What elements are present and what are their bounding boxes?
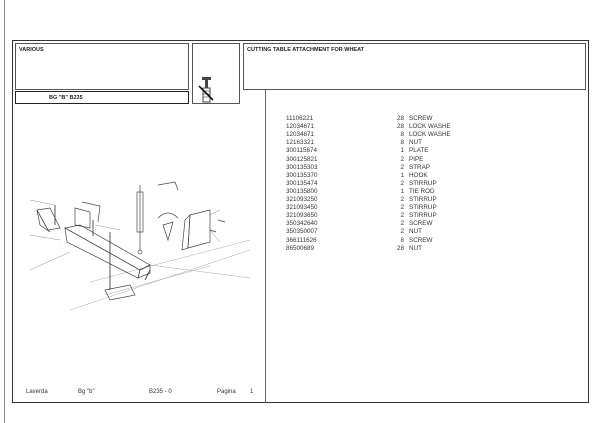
part-qty: 2 [400,212,404,220]
part-code: 300135800 [286,187,318,195]
part-desc: LOCK WASHE [409,131,451,139]
model-box: BG "B" B235 [15,91,189,104]
part-desc: SCREW [409,220,433,228]
part-desc: SCREW [409,236,433,244]
part-code: 366111626 [286,236,317,244]
part-qty: 8 [400,131,404,139]
part-desc: NUT [409,244,422,252]
model-label: BG "B" B235 [49,95,83,101]
part-qty: 2 [400,204,404,212]
part-qty: 1 [400,147,404,155]
part-qty: 8 [400,236,404,244]
group-title: VARIOUS [19,47,44,53]
part-qty: 28 [396,123,404,131]
plate [181,209,211,251]
part-qty: 2 [400,220,404,228]
page-edge [4,0,5,423]
part-desc: PLATE [409,147,429,155]
ground-lines [69,239,251,311]
part-desc: STIRRUP [409,179,437,187]
part-qty: 2 [400,163,404,171]
hook [162,221,174,242]
exploded-diagram [29,181,251,311]
part-code: 12034671 [286,123,315,131]
part-code: 321093450 [286,204,318,212]
part-code: 300135303 [286,163,318,171]
part-desc: NUT [409,139,422,147]
footer-model: Bg "b" [78,389,95,395]
leader-lines [29,199,221,271]
part-code: 300115674 [286,147,318,155]
part-code: 300125821 [286,155,318,163]
part-qty: 2 [400,179,404,187]
part-qty: 1 [400,171,404,179]
column-divider [265,90,266,403]
part-desc: NUT [409,228,422,236]
icon-box [192,43,240,104]
part-code: 321093650 [286,212,318,220]
bolts [54,205,226,290]
part-code: 350350007 [286,228,318,236]
strap [157,181,179,219]
part-code: 86500689 [286,244,315,252]
part-desc: LOCK WASHE [409,123,451,131]
group-box: VARIOUS [15,43,189,90]
part-qty: 2 [400,155,404,163]
part-qty: 2 [400,228,404,236]
part-desc: STIRRUP [409,204,437,212]
center-stirrup [74,201,101,229]
page-title: CUTTING TABLE ATTACHMENT FOR WHEAT [247,47,365,53]
footer-table: B235 - 0 [149,389,172,395]
part-desc: SCREW [409,115,433,122]
part-desc: STIRRUP [409,196,437,203]
part-code: 350342640 [286,220,318,228]
footer-divider [15,402,265,403]
main-beam [64,224,151,279]
left-stirrup [36,207,61,233]
part-desc: STRAP [409,163,430,171]
part-desc: TIE ROD [409,187,435,195]
part-qty: 28 [396,115,404,122]
title-box: CUTTING TABLE ATTACHMENT FOR WHEAT [243,43,586,90]
page-frame [12,40,589,403]
part-code: 300135370 [286,171,318,179]
part-desc: STIRRUP [409,212,437,220]
bottom-stirrup [104,284,136,301]
part-qty: 8 [400,139,404,147]
footer-page-label: Pagina [217,389,236,395]
part-qty: 28 [396,244,404,252]
part-code: 300135474 [286,179,318,187]
part-desc: PIPE [409,155,424,163]
part-code: 321093250 [286,196,318,203]
tie-rod [136,185,144,255]
part-qty: 1 [400,187,404,195]
part-desc: HOOK [409,171,428,179]
bolt-wrench-icon [198,77,214,103]
part-code: 12034871 [286,131,315,139]
part-code: 12163321 [286,139,315,147]
footer-brand: Laverda [26,389,48,395]
part-qty: 2 [400,196,404,203]
part-code: 11106221 [286,115,314,122]
footer-page-number: 1 [250,389,254,395]
